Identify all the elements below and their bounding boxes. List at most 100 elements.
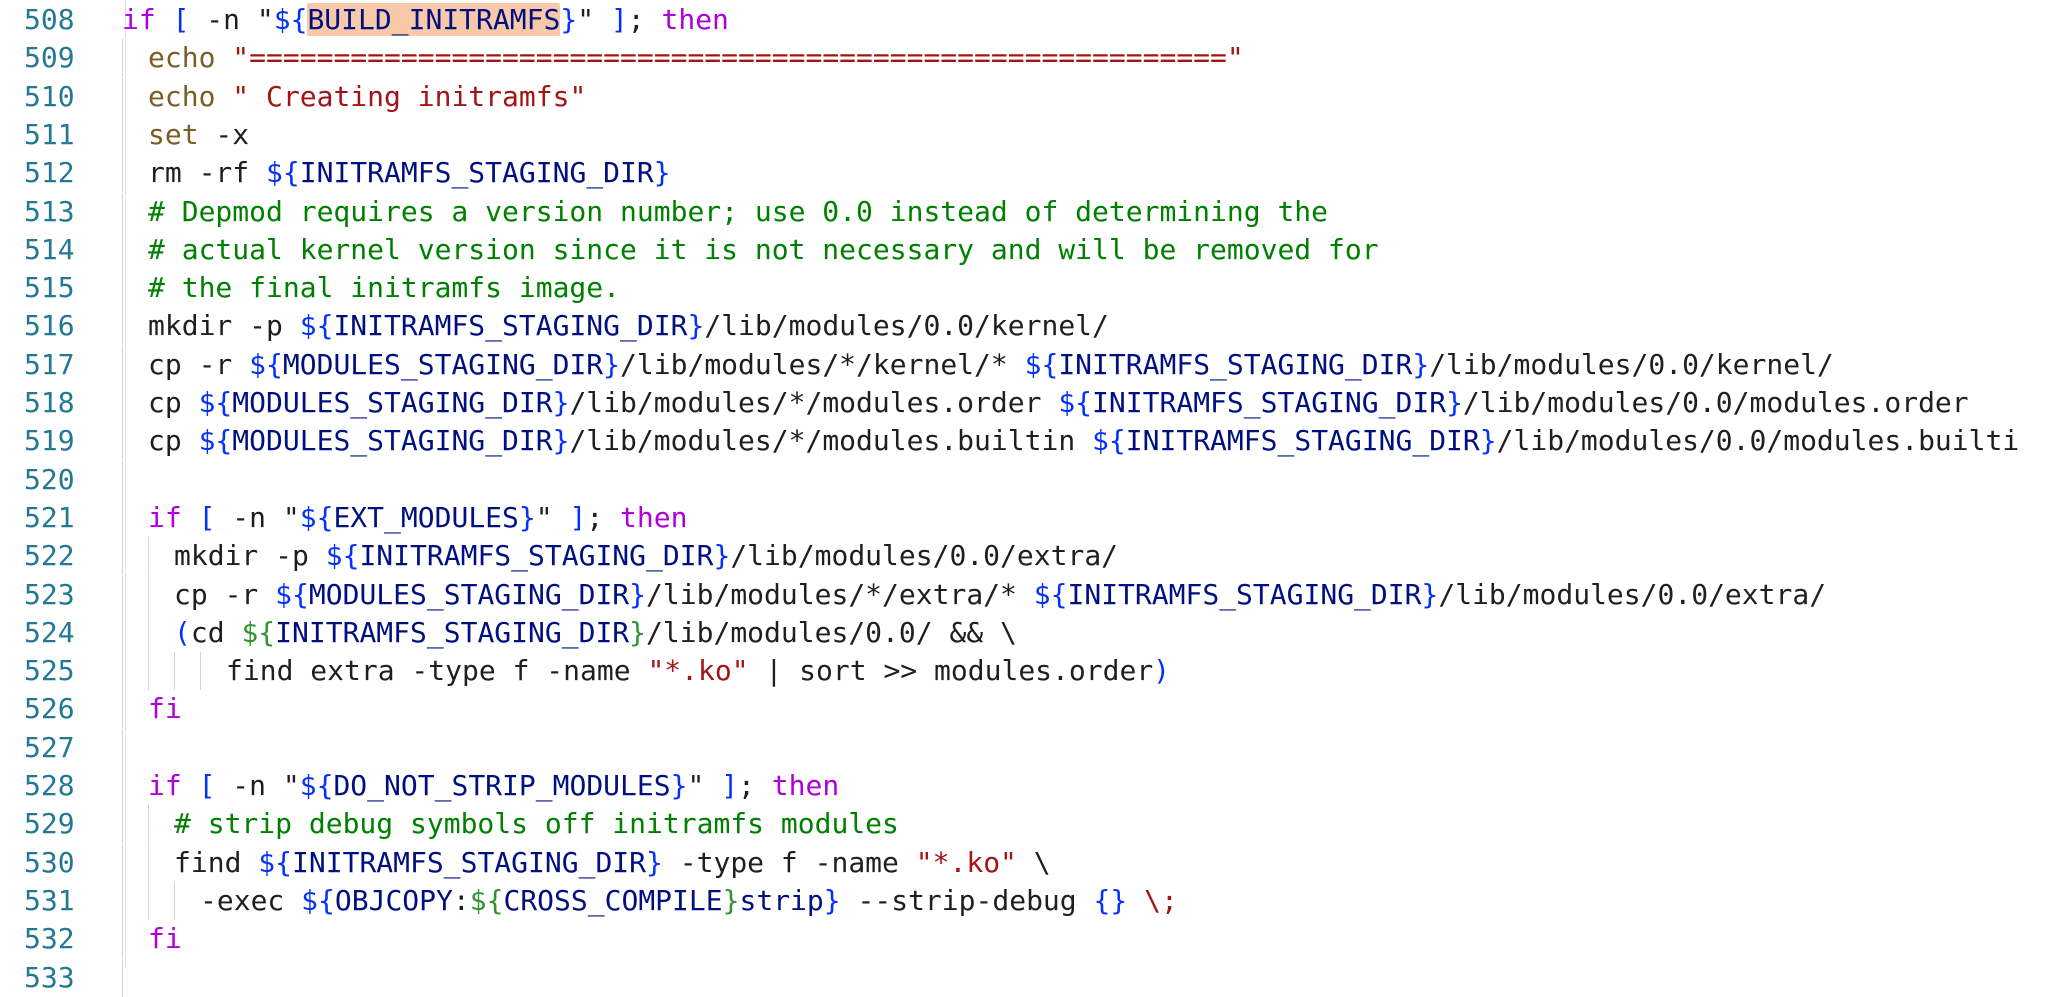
code-token: strip	[739, 883, 824, 917]
code-text[interactable]: # Depmod requires a version number; use …	[148, 193, 1328, 231]
code-text[interactable]: set -x	[148, 116, 249, 154]
code-text[interactable]: # actual kernel version since it is not …	[148, 231, 1379, 269]
indent-guide	[122, 307, 123, 346]
code-token: if	[122, 3, 156, 36]
code-line[interactable]: 515# the final initramfs image.	[0, 269, 2052, 308]
code-text[interactable]: cp -r ${MODULES_STAGING_DIR}/lib/modules…	[148, 346, 1834, 384]
code-text[interactable]: -exec ${OBJCOPY:${CROSS_COMPILE}strip} -…	[200, 882, 1178, 920]
code-text[interactable]: mkdir -p ${INITRAMFS_STAGING_DIR}/lib/mo…	[148, 307, 1109, 345]
line-number: 520	[24, 462, 75, 496]
code-token: -x	[198, 117, 250, 151]
indent-guide	[122, 613, 123, 652]
code-text[interactable]: cp ${MODULES_STAGING_DIR}/lib/modules/*/…	[148, 384, 1969, 422]
indent-guide	[148, 652, 149, 691]
code-token: /lib/modules/0.0/extra/	[730, 539, 1119, 573]
code-token: "	[577, 3, 611, 36]
code-token: {}	[1093, 883, 1128, 917]
code-text[interactable]: find extra -type f -name "*.ko" | sort >…	[226, 652, 1170, 690]
line-number: 524	[24, 615, 75, 649]
code-token: \;	[1144, 883, 1178, 917]
code-line[interactable]: 533	[0, 958, 2052, 997]
line-number: 510	[24, 79, 75, 113]
code-token: ${	[198, 386, 233, 419]
code-text[interactable]: cp -r ${MODULES_STAGING_DIR}/lib/modules…	[174, 576, 1826, 614]
code-text[interactable]: fi	[148, 690, 182, 728]
code-token: INITRAMFS_STAGING_DIR	[1067, 577, 1422, 611]
line-number: 526	[24, 692, 75, 726]
code-line[interactable]: 527	[0, 728, 2052, 767]
line-number: 508	[24, 3, 75, 36]
code-line[interactable]: 510 echo " Creating initramfs"	[0, 77, 2052, 116]
code-token: echo	[148, 79, 216, 113]
code-token: ]	[610, 3, 628, 36]
code-text[interactable]: (cd ${INITRAMFS_STAGING_DIR}/lib/modules…	[174, 614, 1017, 652]
code-line[interactable]: 519 cp ${MODULES_STAGING_DIR}/lib/modules…	[0, 422, 2052, 461]
code-text[interactable]: fi	[148, 920, 182, 958]
code-token: [	[198, 769, 216, 802]
indent-guide	[122, 384, 123, 422]
code-token: cd	[190, 615, 242, 649]
code-line[interactable]: 528 if [ -n "${DO_NOT_STRIP_MODULES}" ]; …	[0, 767, 2052, 805]
code-text[interactable]: if [ -n "${EXT_MODULES}" ]; then	[148, 499, 687, 537]
code-token: ${	[301, 883, 335, 917]
line-number: 528	[24, 769, 75, 802]
indent-guide	[122, 154, 123, 193]
code-token: ${	[299, 500, 334, 534]
code-token: cp -r	[148, 347, 250, 381]
line-number: 517	[24, 347, 75, 381]
code-token	[215, 41, 232, 74]
code-token: ${	[273, 3, 308, 36]
code-token: ${	[1092, 424, 1126, 458]
code-text[interactable]: # the final initramfs image.	[148, 269, 620, 307]
code-token: -n "	[215, 769, 300, 802]
code-token: ${	[469, 883, 504, 917]
code-text[interactable]: echo "==================================…	[148, 39, 1244, 77]
code-token: "*.ko"	[915, 845, 1017, 879]
code-token: ;	[627, 3, 662, 36]
code-token: ${	[325, 539, 360, 573]
code-line[interactable]: 520	[0, 460, 2052, 499]
code-line[interactable]: 531-exec ${OBJCOPY:${CROSS_COMPILE}strip…	[0, 881, 2052, 920]
code-text[interactable]: rm -rf ${INITRAMFS_STAGING_DIR}	[148, 154, 671, 192]
code-token: cp -r	[174, 577, 276, 611]
code-text[interactable]: # strip debug symbols off initramfs modu…	[174, 805, 899, 843]
code-text[interactable]: cp ${MODULES_STAGING_DIR}/lib/modules/*/…	[148, 422, 2019, 460]
line-number: 519	[24, 424, 75, 458]
code-token: INITRAMFS_STAGING_DIR	[1058, 347, 1413, 381]
code-line[interactable]: 529# strip debug symbols off initramfs m…	[0, 805, 2052, 844]
indent-guide	[148, 881, 149, 920]
code-line[interactable]: 524 (cd ${INITRAMFS_STAGING_DIR}/lib/modu…	[0, 613, 2052, 652]
code-token: # the final initramfs image.	[148, 271, 621, 305]
code-token: echo	[148, 41, 216, 75]
code-token: /lib/modules/*/modules.order	[569, 386, 1059, 419]
code-token: ${	[1033, 577, 1068, 611]
code-text[interactable]: mkdir -p ${INITRAMFS_STAGING_DIR}/lib/mo…	[174, 537, 1118, 575]
line-number: 525	[24, 654, 75, 688]
code-text[interactable]: if [ -n "${BUILD_INITRAMFS}" ]; then	[122, 1, 729, 39]
code-token: }	[653, 156, 671, 190]
code-line[interactable]: 517 cp -r ${MODULES_STAGING_DIR}/lib/modu…	[0, 345, 2052, 384]
code-line[interactable]: 526 fi	[0, 690, 2052, 729]
code-token: ${	[249, 347, 283, 381]
code-line[interactable]: 514# actual kernel version since it is n…	[0, 230, 2052, 269]
indent-guide	[174, 652, 175, 691]
code-line[interactable]: 525 find extra -type f -name "*.ko" | sor…	[0, 652, 2052, 691]
code-token: ${	[1058, 386, 1093, 419]
code-token: INITRAMFS_STAGING_DIR	[1125, 424, 1480, 458]
code-text[interactable]: if [ -n "${DO_NOT_STRIP_MODULES}" ]; the…	[148, 767, 839, 805]
code-line[interactable]: 513# Depmod requires a version number; u…	[0, 192, 2052, 231]
code-text[interactable]: find ${INITRAMFS_STAGING_DIR} -type f -n…	[174, 844, 1051, 882]
code-text[interactable]: echo " Creating initramfs"	[148, 78, 586, 116]
